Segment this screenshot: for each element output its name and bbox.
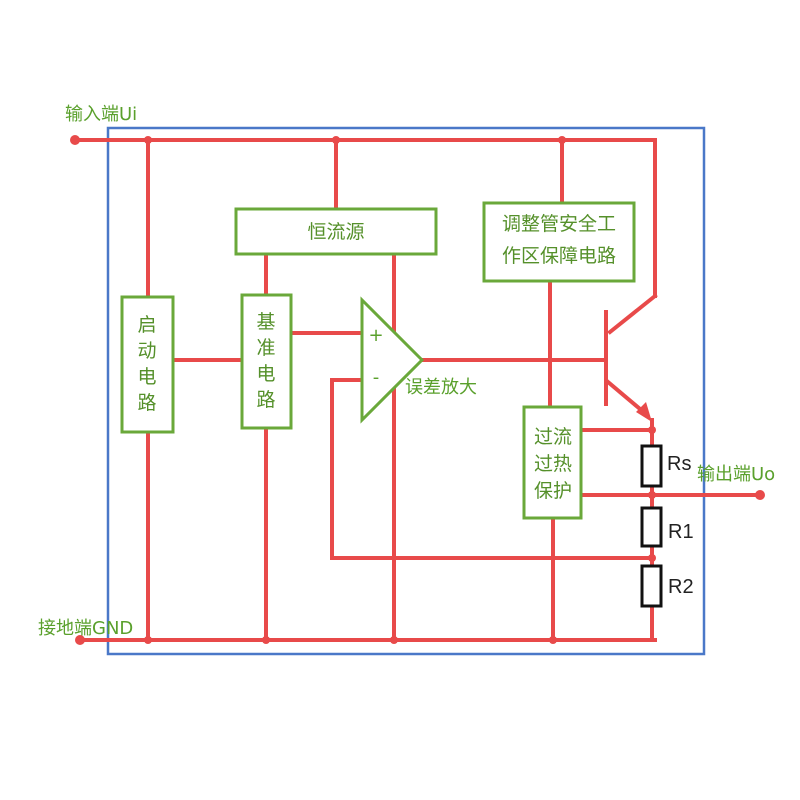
reference-char-1: 基 xyxy=(256,311,275,333)
protection-label-line2: 作区保障电路 xyxy=(502,245,616,267)
constant-current-label: 恒流源 xyxy=(307,221,364,243)
rs-label: Rs xyxy=(667,453,691,475)
overcurrent-protection-block: 过流 过热 保护 xyxy=(522,405,583,520)
overcurrent-line2: 过热 xyxy=(534,453,572,475)
chip-boundary xyxy=(106,126,706,656)
ground-terminal-label: 接地端GND xyxy=(38,618,133,639)
r1-label: R1 xyxy=(668,521,694,543)
overcurrent-line1: 过流 xyxy=(534,426,572,448)
amp-minus-sign: - xyxy=(373,367,380,388)
resistor-r2: R2 xyxy=(640,564,694,608)
resistor-rs: Rs xyxy=(640,444,691,488)
protection-circuit-block: 调整管安全工 作区保障电路 xyxy=(482,201,636,283)
overcurrent-line3: 保护 xyxy=(534,480,572,502)
reference-char-3: 电 xyxy=(256,363,275,385)
startup-char-1: 启 xyxy=(137,314,156,336)
r2-label: R2 xyxy=(668,576,694,598)
junction-dots xyxy=(70,135,765,645)
input-terminal-label: 输入端Ui xyxy=(65,104,137,125)
output-terminal-label: 输出端Uo xyxy=(697,464,775,485)
constant-current-source-block: 恒流源 xyxy=(234,207,438,256)
reference-char-4: 路 xyxy=(256,389,275,411)
startup-char-2: 动 xyxy=(137,340,156,362)
startup-char-3: 电 xyxy=(137,366,156,388)
reference-char-2: 准 xyxy=(256,337,275,359)
protection-label-line1: 调整管安全工 xyxy=(502,213,616,235)
transistor xyxy=(604,310,652,422)
emitter-arrow-icon xyxy=(636,402,652,422)
reference-circuit-block: 基 准 电 路 xyxy=(240,293,293,430)
amp-label: 误差放大 xyxy=(405,377,477,398)
error-amplifier: + - 误差放大 xyxy=(360,296,477,424)
resistor-r1: R1 xyxy=(640,506,694,548)
startup-circuit-block: 启 动 电 路 xyxy=(120,295,175,434)
amp-plus-sign: + xyxy=(368,325,383,346)
startup-char-4: 路 xyxy=(137,392,156,414)
